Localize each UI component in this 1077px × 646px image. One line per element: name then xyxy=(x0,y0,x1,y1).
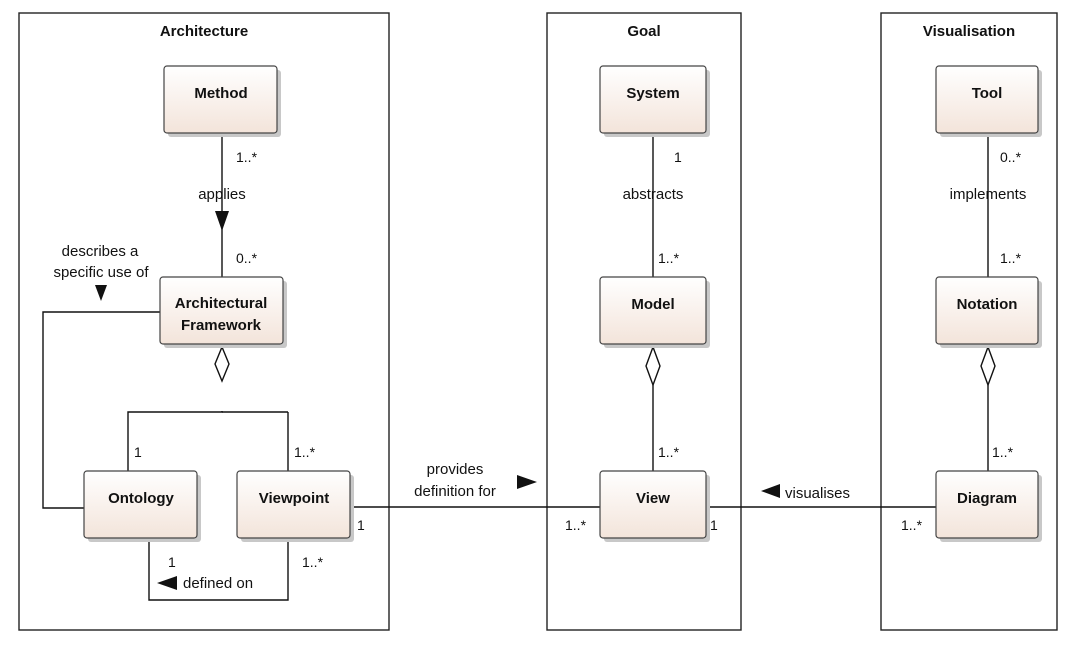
label-implements: implements xyxy=(950,186,1027,203)
arrow-down-icon xyxy=(215,211,229,231)
class-label: Notation xyxy=(957,296,1018,313)
mult-view-visualises: 1 xyxy=(710,517,718,533)
aggregation-diamonds xyxy=(214,344,996,388)
label-provides-2: definition for xyxy=(414,483,496,500)
label-defined-on: defined on xyxy=(183,575,253,592)
mult-view-agg: 1..* xyxy=(658,444,680,460)
class-label: Diagram xyxy=(957,490,1017,507)
label-describes-2: specific use of xyxy=(53,264,149,281)
mult-system-abstracts: 1 xyxy=(674,149,682,165)
mult-ontology-agg: 1 xyxy=(134,444,142,460)
class-label: Framework xyxy=(181,317,262,334)
arrow-down-icon xyxy=(95,285,107,301)
association-labels: applies describes a specific use of defi… xyxy=(53,186,1026,592)
label-provides-1: provides xyxy=(427,461,484,478)
connectors xyxy=(42,134,989,601)
class-viewpoint[interactable]: Viewpoint xyxy=(236,470,354,542)
class-method[interactable]: Method xyxy=(163,65,281,137)
class-label: Tool xyxy=(972,85,1003,102)
mult-view-provides: 1..* xyxy=(565,517,587,533)
class-architectural-framework[interactable]: Architectural Framework xyxy=(159,276,287,348)
association-describes xyxy=(42,311,160,509)
package-title-architecture: Architecture xyxy=(160,23,248,40)
class-label: Architectural xyxy=(175,295,268,312)
mult-method-applies: 1..* xyxy=(236,149,258,165)
association-defined-on xyxy=(148,540,289,601)
package-title-visualisation: Visualisation xyxy=(923,23,1015,40)
class-label: Viewpoint xyxy=(259,490,330,507)
class-system[interactable]: System xyxy=(599,65,710,137)
class-diagram[interactable]: Diagram xyxy=(935,470,1042,542)
diamond-icon xyxy=(214,345,230,383)
class-label: View xyxy=(636,490,670,507)
mult-viewpoint-provides: 1 xyxy=(357,517,365,533)
mult-framework-applies: 0..* xyxy=(236,250,258,266)
class-ontology[interactable]: Ontology xyxy=(83,470,201,542)
mult-ontology-defined: 1 xyxy=(168,554,176,570)
multiplicities: 1..* 0..* 1 1..* 1 1..* 1 1..* 1 1..* 1.… xyxy=(134,149,1022,570)
package-title-goal: Goal xyxy=(627,23,660,40)
mult-diagram-agg: 1..* xyxy=(992,444,1014,460)
class-label: Ontology xyxy=(108,490,174,507)
diamond-icon xyxy=(980,344,996,388)
class-tool[interactable]: Tool xyxy=(935,65,1042,137)
arrow-left-icon xyxy=(157,576,177,590)
label-visualises: visualises xyxy=(785,485,850,502)
class-label: Model xyxy=(631,296,674,313)
mult-notation-implements: 1..* xyxy=(1000,250,1022,266)
class-notation[interactable]: Notation xyxy=(935,276,1042,348)
mult-tool-implements: 0..* xyxy=(1000,149,1022,165)
direction-arrows xyxy=(95,211,780,590)
label-applies: applies xyxy=(198,186,246,203)
arrow-right-icon xyxy=(517,475,537,489)
class-model[interactable]: Model xyxy=(599,276,710,348)
class-view[interactable]: View xyxy=(599,470,710,542)
label-abstracts: abstracts xyxy=(623,186,684,203)
diamond-icon xyxy=(645,344,661,388)
mult-viewpoint-agg: 1..* xyxy=(294,444,316,460)
mult-model-abstracts: 1..* xyxy=(658,250,680,266)
arrow-left-icon xyxy=(761,484,780,498)
class-label: Method xyxy=(194,85,247,102)
label-describes-1: describes a xyxy=(62,243,139,260)
mult-diagram-visualises: 1..* xyxy=(901,517,923,533)
mult-viewpoint-defined: 1..* xyxy=(302,554,324,570)
class-label: System xyxy=(626,85,679,102)
